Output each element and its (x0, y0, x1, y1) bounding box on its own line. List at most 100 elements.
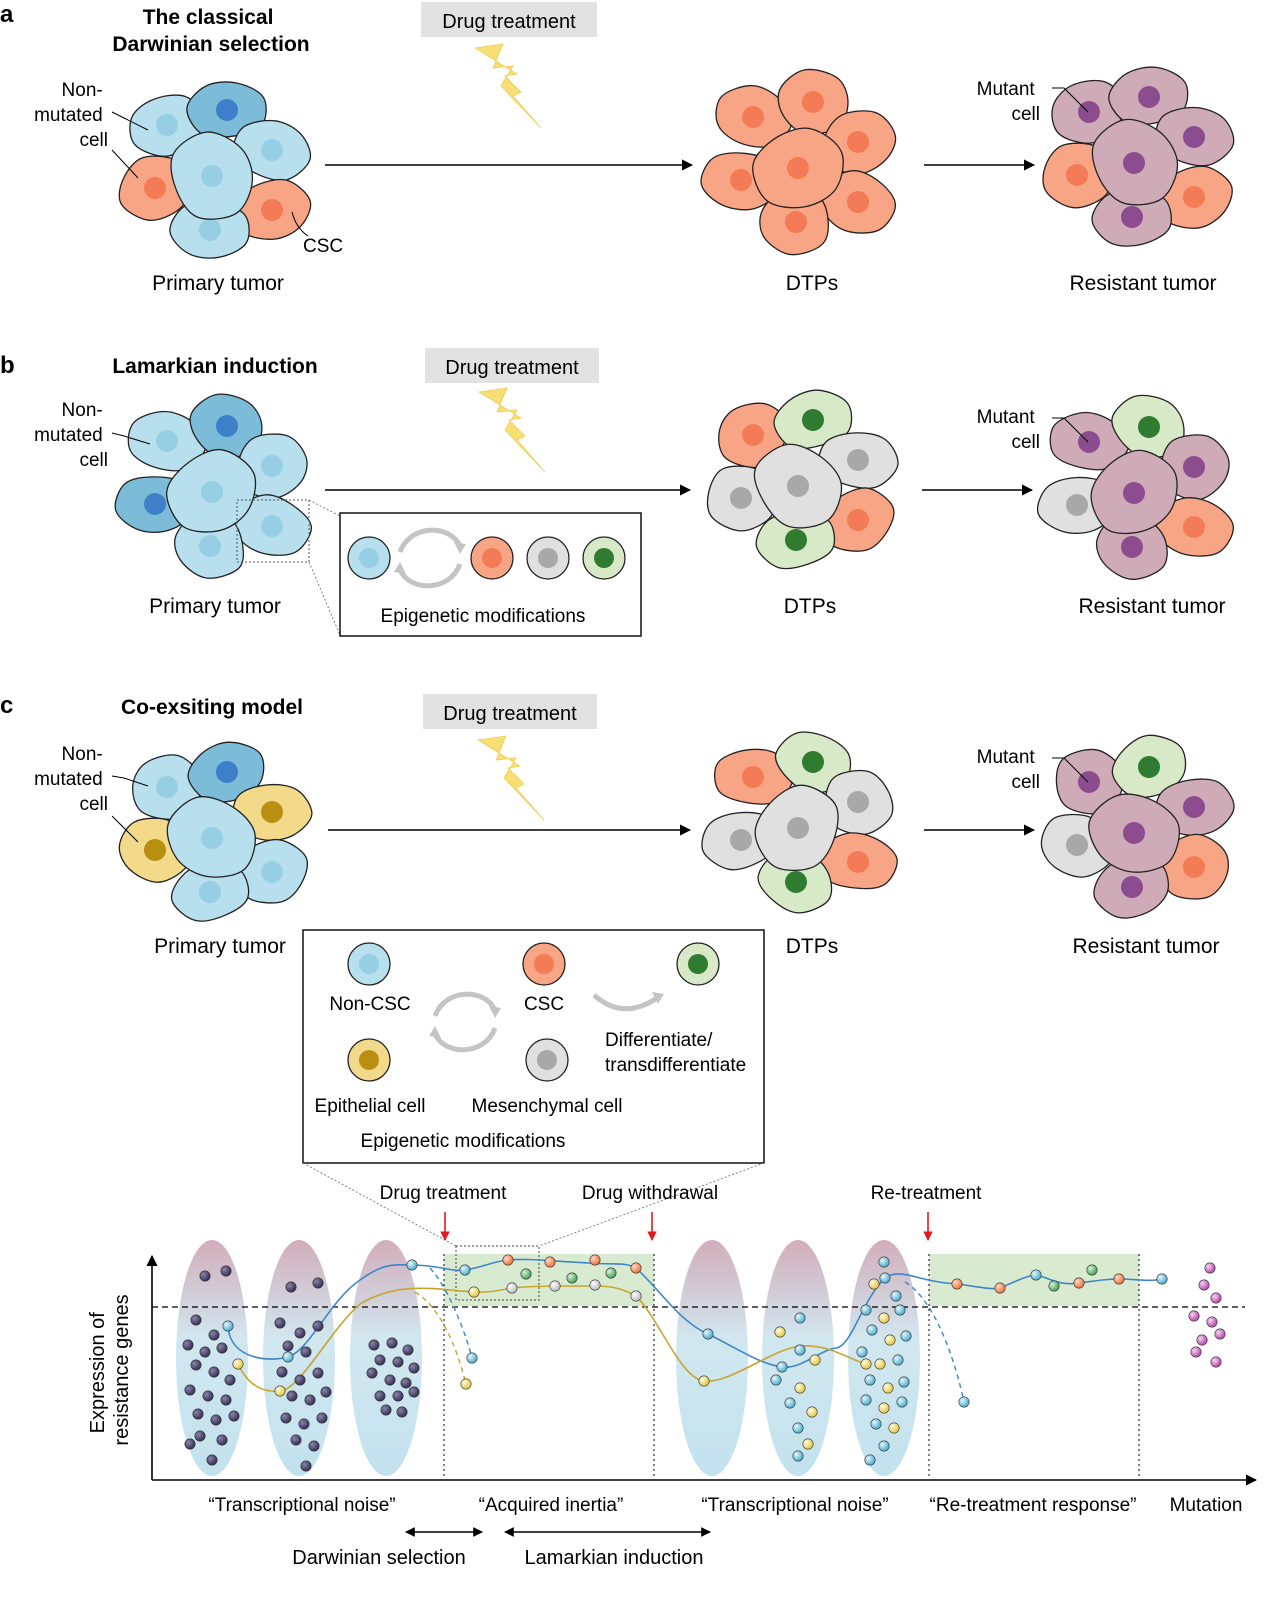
cell-dot (878, 1440, 890, 1452)
cell-dot (374, 1390, 386, 1402)
cell-dot (192, 1408, 204, 1420)
mesenchymal-cell (753, 443, 843, 529)
cell-dot (958, 1396, 970, 1408)
cell-dot (312, 1277, 324, 1289)
cell-dot (402, 1344, 414, 1356)
cell-dot (774, 1326, 786, 1338)
interconversion-arrows-icon (429, 991, 501, 1053)
non-csc-cell (236, 838, 308, 904)
csc-cell-icon (470, 536, 514, 580)
resistant-tumor-cluster (1040, 734, 1235, 919)
non-csc-cell (170, 131, 254, 220)
cell-dot (605, 1267, 617, 1279)
panel-c: c Co-exsiting model Drug treatment Non- … (0, 692, 1258, 1569)
population-ellipse (762, 1240, 834, 1476)
legend-label-mesenchymal: Mesenchymal cell (472, 1096, 623, 1117)
mutant-cell-label: Mutant cell (977, 747, 1040, 793)
legend-label-epithelial: Epithelial cell (315, 1096, 426, 1117)
mutant-cell-label: Mutant cell (977, 407, 1040, 453)
cell-dot (184, 1384, 196, 1396)
legend-label-non-csc: Non-CSC (329, 994, 410, 1015)
event-label-drug-withdrawal: Drug withdrawal (582, 1183, 718, 1204)
cell-dot (216, 1342, 228, 1354)
resistant-tumor-cluster (1042, 66, 1235, 247)
cell-dot (1188, 1310, 1200, 1322)
cell-dots (182, 1254, 1226, 1472)
cell-dot (860, 1394, 872, 1406)
cell-dot (794, 1382, 806, 1394)
cell-dot (190, 1314, 202, 1326)
cell-dot (770, 1374, 782, 1386)
csc-cell-icon (522, 942, 566, 986)
cell-dot (874, 1358, 886, 1370)
event-label-re-treatment: Re-treatment (871, 1183, 983, 1204)
stage-label: DTPs (786, 272, 839, 295)
cell-dot (294, 1327, 306, 1339)
cell-dot (868, 1278, 880, 1290)
csc-cell (1158, 833, 1229, 900)
cell-dot (199, 1270, 211, 1282)
cell-dot (1210, 1292, 1222, 1304)
csc-cell (818, 832, 898, 890)
cell-dot (794, 1312, 806, 1324)
cell-dot (994, 1282, 1006, 1294)
csc-label: CSC (303, 236, 343, 257)
differentiated-cell (773, 389, 853, 450)
cell-dot (882, 1382, 894, 1394)
non-csc-cell (166, 796, 256, 878)
differentiated-cell-icon (676, 942, 720, 986)
nonmutated-cell-label: Non- mutated cell (34, 400, 108, 471)
csc-cell (715, 84, 793, 148)
cell-dot (879, 1272, 891, 1284)
cell-dot (286, 1390, 298, 1402)
panel-letter: a (0, 1, 14, 28)
cell-dot (896, 1396, 908, 1408)
panel-title-line: The classical (143, 6, 274, 29)
lightning-icon (477, 387, 546, 473)
non-csc-cell (170, 861, 250, 922)
dtp-cluster (700, 68, 897, 256)
dtp-cluster (706, 389, 899, 570)
population-ellipse (848, 1240, 920, 1476)
cell-dot (282, 1351, 294, 1363)
phase-label: “Acquired inertia” (479, 1495, 624, 1516)
cell-dot (392, 1390, 404, 1402)
cell-dot (408, 1386, 420, 1398)
cell-dot (792, 1422, 804, 1434)
epigenetic-inset: Epigenetic modifications (339, 512, 642, 637)
cell-dot (216, 1434, 228, 1446)
stage-label: Resistant tumor (1072, 935, 1219, 958)
cell-dot (894, 1304, 906, 1316)
cell-dot (1198, 1279, 1210, 1291)
primary-tumor-cluster (118, 81, 312, 259)
svg-text:Drug treatment: Drug treatment (442, 11, 576, 33)
cell-dot (294, 1374, 306, 1386)
primary-tumor-cluster (114, 393, 313, 579)
cell-dot (368, 1339, 380, 1351)
inset-caption: Epigenetic modifications (381, 606, 586, 627)
drug-treatment-label: Drug treatment (425, 348, 599, 383)
cell-dot (860, 1358, 872, 1370)
mutant-cell (1088, 793, 1180, 873)
resistant-tumor-cluster (1036, 394, 1234, 580)
primary-tumor-cluster (118, 741, 313, 922)
differentiated-cell (1111, 734, 1187, 799)
cell-dot (1113, 1273, 1125, 1285)
nonmutated-cell-label: Non- mutated cell (34, 744, 108, 815)
svg-text:Drug treatment: Drug treatment (443, 703, 577, 725)
cell-dot (374, 1354, 386, 1366)
cell-dot (892, 1354, 904, 1366)
cell-dot (878, 1256, 890, 1268)
non-csc-cell-icon (347, 942, 391, 986)
non-csc-cell (189, 393, 263, 459)
cell-dot (182, 1339, 194, 1351)
phase-label: “Transcriptional noise” (701, 1495, 888, 1516)
cell-dot (1190, 1346, 1202, 1358)
legend-caption: Epigenetic modifications (361, 1131, 566, 1152)
differentiated-cell (1111, 394, 1185, 459)
cell-dot (1156, 1273, 1168, 1285)
cell-dot (544, 1256, 556, 1268)
cell-dot (396, 1406, 408, 1418)
cell-dot (809, 1354, 821, 1366)
cell-dot (222, 1320, 234, 1332)
